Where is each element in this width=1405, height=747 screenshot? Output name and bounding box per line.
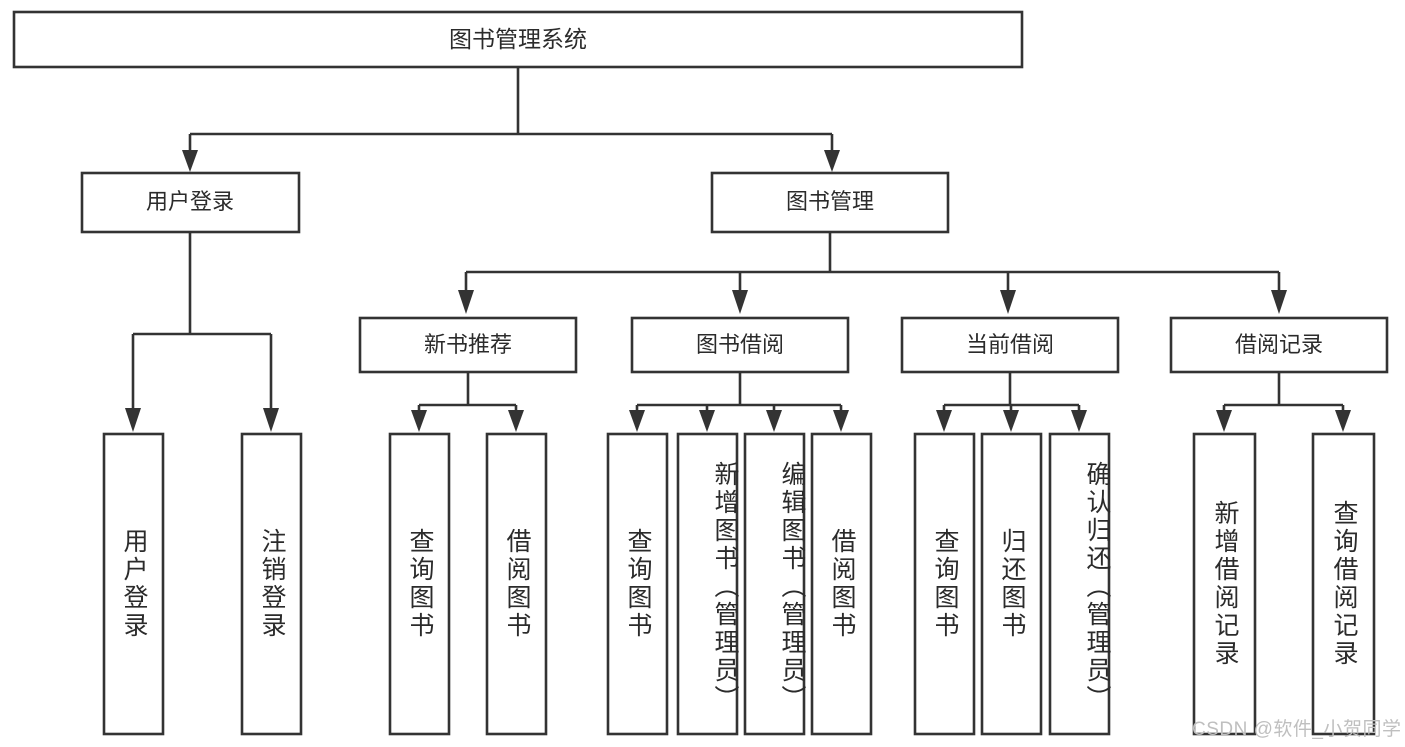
node-root-label: 图书管理系统 <box>449 26 587 52</box>
node-book-borrow[interactable]: 图书借阅 <box>630 316 850 374</box>
node-book-manage-label: 图书管理 <box>786 189 874 214</box>
leaf-borrow-3[interactable] <box>743 432 806 736</box>
connector-current-to-leaves <box>936 372 1087 432</box>
leaf-recommend-1[interactable] <box>388 432 451 736</box>
node-book-borrow-label: 图书借阅 <box>696 332 784 357</box>
leaf-current-3[interactable] <box>1048 432 1111 736</box>
node-user-login-label: 用户登录 <box>146 189 234 214</box>
connector-record-to-leaves <box>1216 372 1351 432</box>
leaf-record-2[interactable] <box>1311 432 1376 736</box>
leaf-borrow-4[interactable] <box>810 432 873 736</box>
node-root[interactable]: 图书管理系统 <box>12 10 1024 69</box>
connector-borrow-to-leaves <box>629 372 849 432</box>
leaf-current-1[interactable] <box>913 432 976 736</box>
node-book-manage[interactable]: 图书管理 <box>710 171 950 234</box>
leaf-current-2[interactable] <box>980 432 1043 736</box>
connector-user-login-to-leaves <box>125 232 279 432</box>
connector-book-manage-to-level3 <box>458 232 1287 314</box>
connector-root-to-level2 <box>182 67 840 172</box>
node-current-borrow-label: 当前借阅 <box>966 332 1054 357</box>
watermark: CSDN @软件_小贺同学 <box>1192 719 1402 740</box>
node-user-login[interactable]: 用户登录 <box>80 171 301 234</box>
leaf-borrow-2[interactable] <box>676 432 739 736</box>
leaf-record-1[interactable] <box>1192 432 1257 736</box>
leaf-recommend-2[interactable] <box>485 432 548 736</box>
node-new-book-recommend-label: 新书推荐 <box>424 332 512 357</box>
leaf-borrow-1[interactable] <box>606 432 669 736</box>
leaf-user-login-2[interactable] <box>240 432 303 736</box>
node-borrow-record-label: 借阅记录 <box>1235 332 1323 357</box>
node-current-borrow[interactable]: 当前借阅 <box>900 316 1120 374</box>
node-borrow-record[interactable]: 借阅记录 <box>1169 316 1389 374</box>
connector-recommend-to-leaves <box>411 372 524 432</box>
leaf-user-login-1[interactable] <box>102 432 165 736</box>
node-new-book-recommend[interactable]: 新书推荐 <box>358 316 578 374</box>
